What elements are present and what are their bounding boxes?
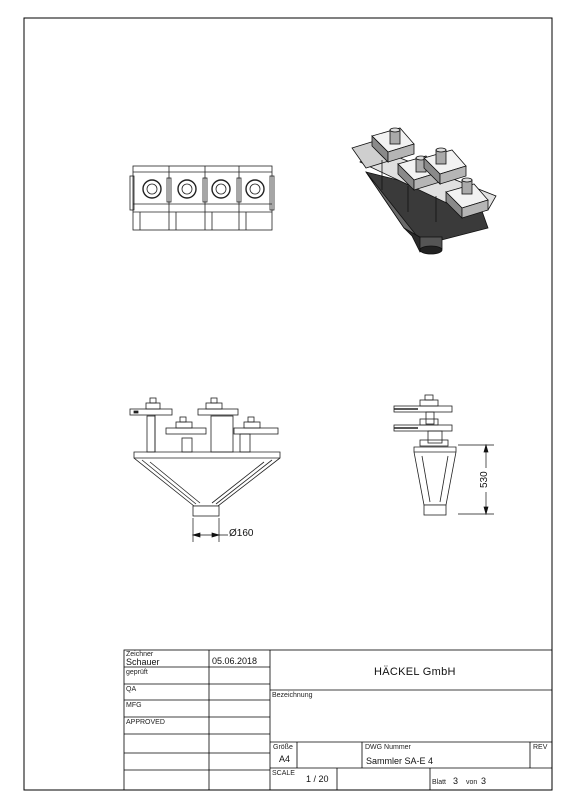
drawn-by-name: Schauer bbox=[126, 657, 160, 667]
size-value: A4 bbox=[279, 754, 291, 764]
diameter-label: Ø160 bbox=[229, 528, 254, 539]
drawn-by-label: Zeichner bbox=[126, 651, 154, 658]
front-view bbox=[129, 397, 281, 517]
mfg-label: MFG bbox=[126, 702, 142, 709]
side-view bbox=[393, 394, 457, 516]
qa-label: QA bbox=[126, 686, 137, 693]
of-label: von bbox=[466, 779, 478, 786]
sheet-number: 3 bbox=[453, 776, 459, 786]
description-label: Bezeichnung bbox=[272, 692, 313, 699]
checked-label: geprüft bbox=[126, 669, 148, 676]
title-block bbox=[123, 649, 553, 791]
sheet-total: 3 bbox=[481, 776, 487, 786]
scale-value: 1 / 20 bbox=[306, 774, 329, 784]
company-name: HÄCKEL GmbH bbox=[374, 666, 456, 678]
isometric-view bbox=[351, 127, 497, 255]
approved-label: APPROVED bbox=[126, 719, 165, 726]
height-label: 530 bbox=[479, 471, 490, 488]
drawn-date: 05.06.2018 bbox=[212, 656, 258, 666]
sheet-border bbox=[23, 17, 553, 791]
dwg-value: Sammler SA-E 4 bbox=[366, 756, 434, 766]
dwg-label: DWG Nummer bbox=[365, 744, 411, 751]
scale-label: SCALE bbox=[272, 770, 295, 777]
diameter-dimension bbox=[191, 518, 228, 542]
size-label: Größe bbox=[273, 744, 293, 751]
height-dimension bbox=[458, 443, 494, 516]
rev-label: REV bbox=[533, 744, 548, 751]
sheet-label: Blatt bbox=[432, 779, 447, 786]
top-view bbox=[129, 165, 275, 231]
